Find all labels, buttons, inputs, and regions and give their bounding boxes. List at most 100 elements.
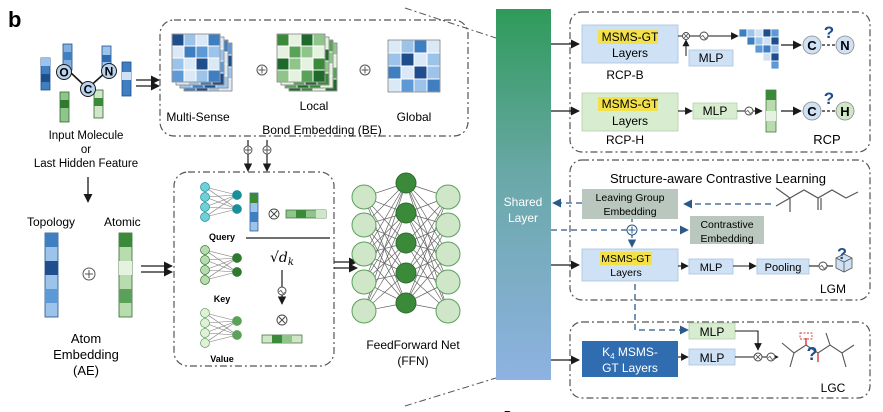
- svg-text:?: ?: [824, 23, 834, 42]
- multi-sense-label: Multi-Sense: [166, 110, 230, 124]
- lgm-label: LGM: [820, 282, 846, 296]
- rcp-b-mlp-block: [688, 49, 734, 67]
- svg-text:H: H: [840, 104, 849, 119]
- atom-c-label: C: [84, 83, 93, 97]
- svg-text:?: ?: [837, 246, 847, 263]
- mult-op-qk: [268, 208, 280, 220]
- mult-op-v: [276, 314, 288, 326]
- value-vector: [261, 334, 303, 344]
- lgm-box: [569, 159, 871, 301]
- lgc-k4-label: K4 MSMS-: [602, 345, 658, 361]
- contrastive-embedding-label: Embedding: [700, 233, 753, 245]
- atomic-label: Atomic: [104, 215, 141, 229]
- topology-vector: [44, 232, 59, 318]
- rcp-b-bond-pair: C N ?: [802, 23, 855, 55]
- rcp-b-highlight: [598, 30, 658, 44]
- connector-top: [404, 7, 497, 39]
- leaving-group-block: [582, 189, 678, 219]
- lgm-output-icon: ?: [818, 246, 853, 273]
- rcp-b-softmax-icon: [699, 31, 709, 41]
- ffn-label: FeedForward Net: [366, 338, 460, 352]
- lgc-output-molecule: ?: [781, 332, 855, 368]
- lgc-mlp1-label: MLP: [700, 325, 725, 339]
- arrow-ae-to-attention: [141, 261, 173, 277]
- topology-label: Topology: [27, 215, 75, 229]
- ae-label: (AE): [73, 363, 99, 378]
- arrow-attention-to-ffn: [334, 257, 358, 273]
- atom-o-label: O: [59, 66, 68, 80]
- lgm-highlight: [600, 252, 652, 265]
- query-label: Query: [209, 232, 235, 242]
- lgc-label: LGC: [821, 381, 846, 395]
- panel-letter: b: [8, 7, 21, 32]
- bond-embedding-box: [159, 19, 469, 137]
- rcp-b-label: RCP-B: [606, 68, 643, 82]
- local-label: Local: [300, 99, 329, 113]
- lgm-title: Structure-aware Contrastive Learning: [610, 171, 826, 186]
- rcp-h-mlp-label: MLP: [703, 104, 728, 118]
- query-vector: [249, 192, 259, 232]
- svg-text:?: ?: [824, 89, 834, 108]
- value-label: Value: [210, 354, 234, 364]
- arrow-to-be: [136, 75, 160, 91]
- lgm-layers-label: Layers: [610, 267, 642, 279]
- rcp-h-label: RCP-H: [606, 133, 644, 147]
- key-transpose-vector: [285, 209, 327, 219]
- contrastive-block: [690, 216, 764, 244]
- add-op-ae: [82, 267, 96, 281]
- add-op-be-2: [359, 64, 371, 76]
- input-molecule-label: Input Molecule: [49, 130, 124, 142]
- softmax-icon: [277, 286, 287, 296]
- rcp-b-msms-label: MSMS-GT: [602, 30, 659, 44]
- bond-embedding-title: Bond Embedding (BE): [262, 123, 381, 137]
- lgc-k4-block: [582, 341, 678, 377]
- add-op-be-1: [256, 64, 268, 76]
- leaving-group-molecule: [775, 187, 859, 212]
- rcp-h-msms-label: MSMS-GT: [602, 97, 659, 111]
- multi-sense-grid: [171, 33, 233, 92]
- lgc-gt-layers-label: GT Layers: [602, 361, 658, 375]
- atomic-vector: [118, 232, 133, 318]
- bottom-partial-label: B: [504, 408, 513, 412]
- svg-text:C: C: [807, 104, 817, 119]
- key-network: [200, 245, 242, 285]
- atom-n-label: N: [105, 65, 114, 79]
- shared-layer-bar: [496, 9, 551, 380]
- contrastive-label: Contrastive: [700, 219, 753, 231]
- svg-text:N: N: [840, 38, 849, 53]
- ffn-abbrev-label: (FFN): [397, 354, 428, 368]
- arrow-be-to-attention: [243, 140, 272, 172]
- rcp-b-mult-op: [682, 32, 690, 40]
- leaving-group-embedding-label: Embedding: [603, 206, 656, 218]
- input-molecule: O C N: [40, 43, 132, 123]
- last-hidden-feature-label: Last Hidden Feature: [34, 158, 138, 170]
- atom-embedding-label: Atom: [71, 331, 101, 346]
- value-network: [200, 308, 242, 348]
- lgm-pooling-label: Pooling: [765, 262, 802, 274]
- shared-label: Shared: [504, 195, 543, 209]
- rcp-b-mlp-label: MLP: [699, 51, 724, 65]
- lgm-add-op: [626, 224, 638, 236]
- rcp-box: [569, 11, 871, 153]
- global-grid: [387, 39, 441, 93]
- rcp-b-layers-label: Layers: [612, 46, 648, 60]
- svg-text:?: ?: [807, 344, 818, 364]
- rcp-h-layers-label: Layers: [612, 114, 648, 128]
- embedding-label: Embedding: [53, 347, 119, 362]
- layer-label: Layer: [508, 211, 538, 225]
- lgm-msms-label: MSMS-GT: [601, 253, 651, 265]
- lgm-mlp-label: MLP: [700, 262, 723, 274]
- connector-bottom: [404, 377, 497, 407]
- rcp-h-vector: [765, 89, 777, 133]
- local-grid: [276, 33, 338, 92]
- rcp-h-softmax-icon: [744, 106, 754, 116]
- sqrt-dk-label: √dk: [270, 250, 294, 268]
- lgm-to-lgc-dashed-arrow: [634, 284, 689, 335]
- rcp-b-triangle-matrix: [738, 28, 780, 70]
- lgc-mlp2-label: MLP: [700, 351, 725, 365]
- lgc-mult-op: [753, 352, 763, 362]
- key-label: Key: [214, 294, 231, 304]
- leaving-group-label: Leaving Group: [596, 192, 665, 204]
